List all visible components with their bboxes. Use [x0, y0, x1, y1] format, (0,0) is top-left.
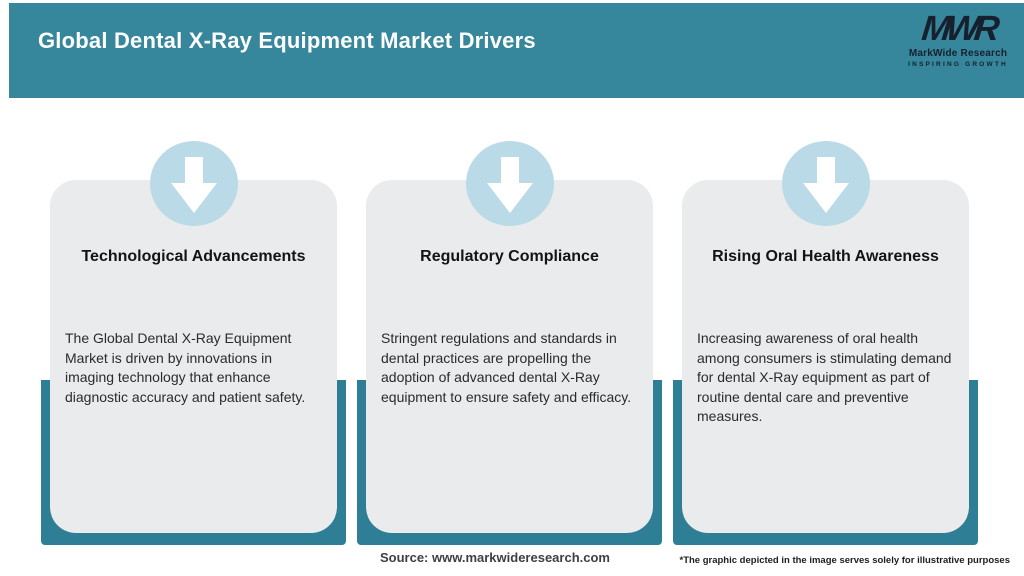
disclaimer-text: *The graphic depicted in the image serve…	[679, 555, 1011, 566]
driver-column: Rising Oral Health Awareness Increasing …	[673, 141, 978, 545]
card-body: The Global Dental X-Ray Equipment Market…	[65, 330, 306, 405]
page-title: Global Dental X-Ray Equipment Market Dri…	[38, 28, 536, 53]
card-title: Regulatory Compliance	[420, 248, 599, 265]
card-body: Stringent regulations and standards in d…	[381, 330, 632, 405]
driver-card: Technological Advancements The Global De…	[50, 180, 337, 533]
source-text: Source: www.markwideresearch.com	[379, 550, 610, 565]
arrow-down-icon	[485, 153, 535, 215]
logo-monogram: MWR	[919, 9, 997, 48]
card-body: Increasing awareness of oral health amon…	[697, 330, 952, 424]
arrow-circle	[149, 141, 238, 226]
driver-card: Rising Oral Health Awareness Increasing …	[682, 180, 969, 533]
arrow-down-icon	[169, 153, 219, 215]
logo-tagline: INSPIRING GROWTH	[908, 61, 1008, 68]
driver-column: Regulatory Compliance Stringent regulati…	[357, 141, 662, 545]
arrow-circle	[781, 141, 870, 226]
brand-logo: MWR MarkWide Research INSPIRING GROWTH	[906, 9, 1010, 69]
arrow-down-icon	[801, 153, 851, 215]
driver-column: Technological Advancements The Global De…	[41, 141, 346, 545]
card-title: Rising Oral Health Awareness	[712, 248, 939, 265]
driver-card: Regulatory Compliance Stringent regulati…	[366, 180, 653, 533]
logo-name: MarkWide Research	[908, 48, 1008, 59]
card-title: Technological Advancements	[81, 248, 306, 265]
arrow-circle	[465, 141, 554, 226]
header-bar: Global Dental X-Ray Equipment Market Dri…	[9, 3, 1024, 98]
